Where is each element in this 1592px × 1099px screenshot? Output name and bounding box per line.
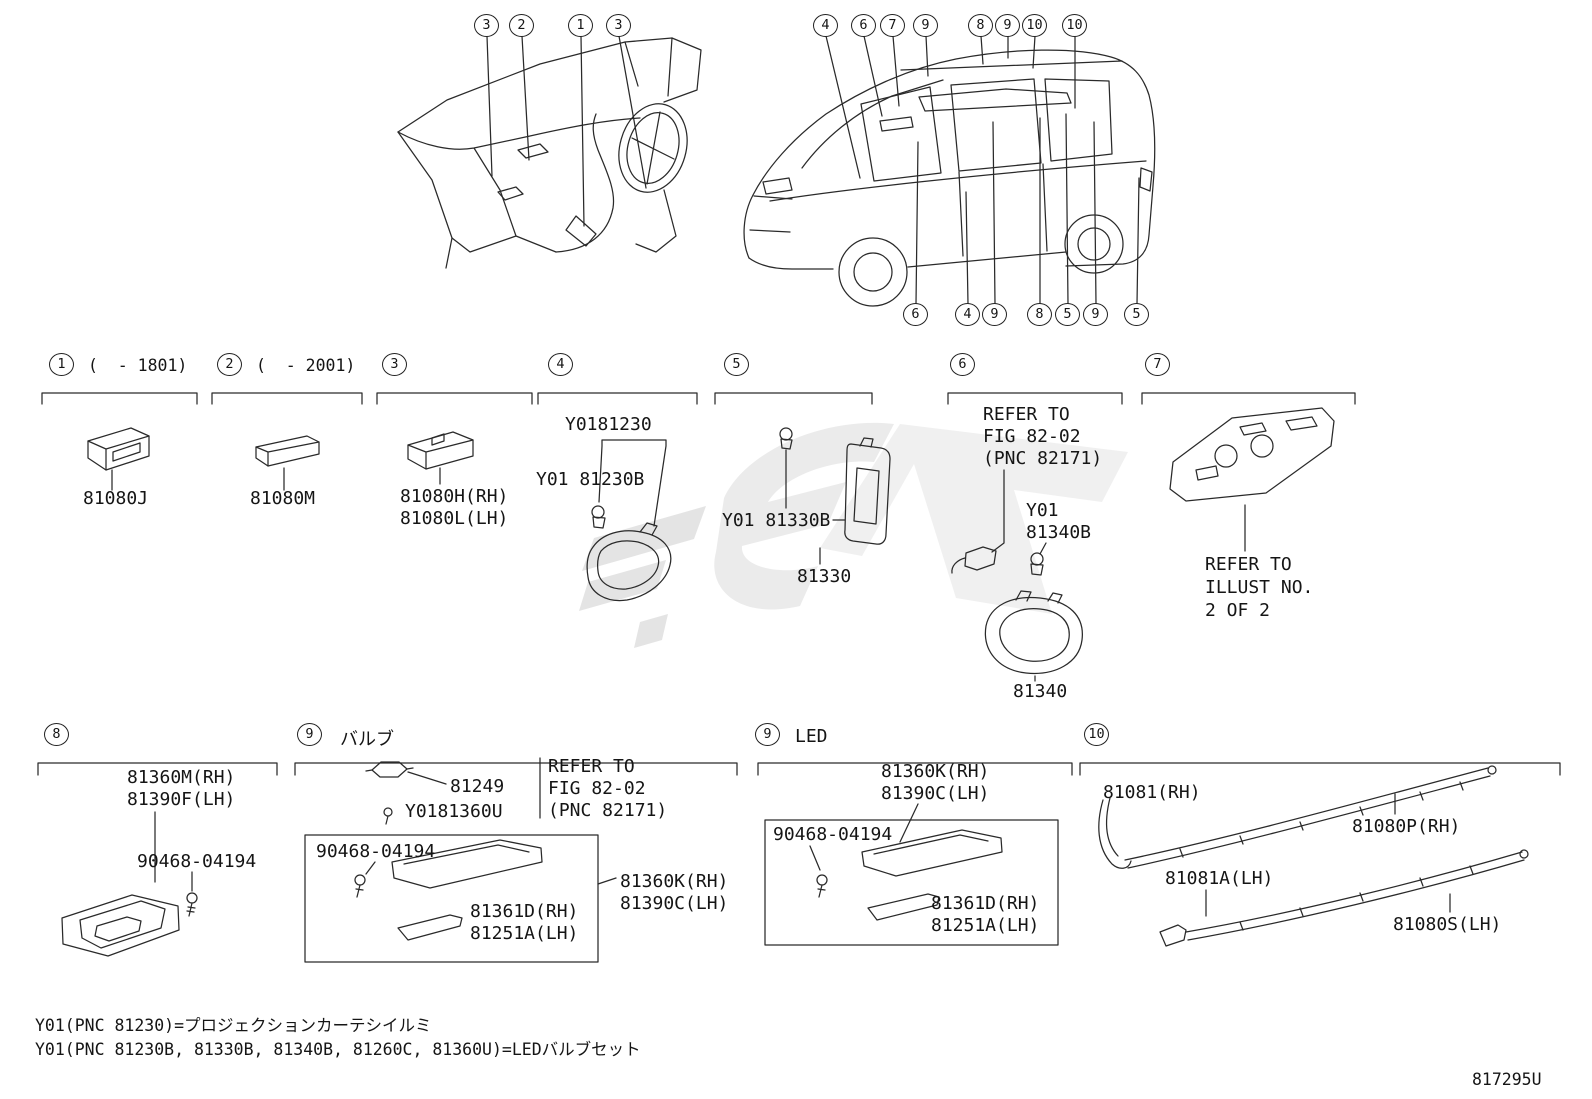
callout-van-top-4: 8 [968, 14, 993, 37]
refer-note-s6-line1: REFER TO [983, 404, 1070, 425]
illumination-strips-sketch [1098, 765, 1529, 947]
callout-dashboard-2: 1 [568, 14, 593, 37]
part-label-screw-s8: 90468-04194 [137, 851, 257, 872]
refer-note-s7-line3: 2 OF 2 [1205, 600, 1271, 621]
section-10-number: 10 [1084, 723, 1109, 746]
refer-note-s7-line2: ILLUST NO. [1205, 577, 1314, 598]
section-3-number: 3 [382, 353, 407, 376]
doc-number: 817295U [1472, 1070, 1542, 1089]
callout-van-top-3: 9 [913, 14, 938, 37]
part-label-screw-s9a: 90468-04194 [316, 841, 436, 862]
overhead-console-sketch [1169, 407, 1335, 502]
part-81080j-sketch [87, 427, 150, 471]
section-2-number: 2 [217, 353, 242, 376]
section-brackets [37, 392, 1561, 776]
callout-dashboard-1: 2 [509, 14, 534, 37]
footnote-1: Y01(PNC 81230)=プロジェクションカーテシイルミ [35, 1016, 432, 1035]
part-label-81360k-rh-valve: 81360K(RH) [620, 871, 729, 892]
callout-van-top-1: 6 [851, 14, 876, 37]
part-label-81080m: 81080M [250, 488, 316, 509]
part-label-81249: 81249 [450, 776, 505, 797]
courtesy-lamp-81230-sketch [586, 505, 672, 602]
section-1-number: 1 [49, 353, 74, 376]
callout-van-top-5: 9 [995, 14, 1020, 37]
part-label-81080p-rh: 81080P(RH) [1352, 816, 1461, 837]
callout-van-bottom-4: 5 [1055, 303, 1080, 326]
led-subassembly-box [764, 819, 1059, 946]
part-81080h-sketch [407, 431, 474, 470]
part-label-81340b: 81340B [1026, 522, 1092, 543]
screw-icon [186, 892, 198, 917]
section-2-range: ( - 2001) [256, 356, 356, 375]
callout-van-bottom-0: 6 [903, 303, 928, 326]
dashboard-illustration [397, 37, 702, 269]
section-1-range: ( - 1801) [88, 356, 188, 375]
part-label-81390c-lh-led: 81390C(LH) [881, 783, 990, 804]
part-label-81361d-rh-led: 81361D(RH) [931, 893, 1040, 914]
part-label-81251a-lh-valve: 81251A(LH) [470, 923, 579, 944]
callout-van-top-7: 10 [1062, 14, 1087, 37]
part-label-81251a-lh-led: 81251A(LH) [931, 915, 1040, 936]
part-label-y01: Y01 [1026, 500, 1059, 521]
door-lamp-81330-sketch [779, 427, 891, 545]
part-label-81360k-rh-led: 81360K(RH) [881, 761, 990, 782]
part-label-81330: 81330 [797, 566, 852, 587]
section-9b-number: 9 [755, 723, 780, 746]
part-label-y0181360u: Y0181360U [405, 801, 503, 822]
refer-note-s9a-line1: REFER TO [548, 756, 635, 777]
callout-dashboard-3: 3 [606, 14, 631, 37]
part-label-screw-s9b: 90468-04194 [773, 824, 893, 845]
part-label-81080s-lh: 81080S(LH) [1393, 914, 1502, 935]
section-9a-title: バルブ [340, 729, 394, 750]
refer-note-s7-line1: REFER TO [1205, 554, 1292, 575]
refer-note-s9a-line2: FIG 82-02 [548, 778, 646, 799]
section-7-number: 7 [1145, 353, 1170, 376]
callout-van-bottom-1: 4 [955, 303, 980, 326]
internal-leader-lines [111, 439, 1451, 917]
dome-lamp-81340-sketch [951, 546, 1083, 675]
refer-note-s9a-line3: (PNC 82171) [548, 800, 668, 821]
refer-note-s6-line3: (PNC 82171) [983, 448, 1103, 469]
part-label-81361d-rh-valve: 81361D(RH) [470, 901, 579, 922]
part-label-81340: 81340 [1013, 681, 1068, 702]
section-4-number: 4 [548, 353, 573, 376]
van-illustration [743, 49, 1156, 307]
callout-van-bottom-5: 9 [1083, 303, 1108, 326]
personal-lamp-81360m-sketch [61, 894, 180, 957]
section-5-number: 5 [724, 353, 749, 376]
section-8-number: 8 [44, 723, 69, 746]
valve-subassembly-box [304, 834, 599, 963]
part-label-81081-rh: 81081(RH) [1103, 782, 1201, 803]
watermark [579, 422, 1128, 648]
callout-van-top-0: 4 [813, 14, 838, 37]
section-9b-title: LED [795, 726, 828, 747]
led-lamp-81360k-sketch [816, 829, 1003, 921]
part-label-81081a-lh: 81081A(LH) [1165, 868, 1274, 889]
callout-van-bottom-2: 9 [982, 303, 1007, 326]
callout-van-top-2: 7 [880, 14, 905, 37]
valve-lamp-81360k-sketch [354, 761, 543, 941]
part-label-81080l-lh: 81080L(LH) [400, 508, 509, 529]
part-label-81390f-lh: 81390F(LH) [127, 789, 236, 810]
part-81080m-sketch [255, 435, 320, 467]
callout-leader-lines [486, 35, 1140, 305]
part-label-y0181230: Y0181230 [565, 414, 652, 435]
section-6-number: 6 [950, 353, 975, 376]
callout-van-bottom-3: 8 [1027, 303, 1052, 326]
part-label-81080j: 81080J [83, 488, 149, 509]
section-9a-number: 9 [297, 723, 322, 746]
callout-van-bottom-6: 5 [1124, 303, 1149, 326]
part-label-81360m-rh: 81360M(RH) [127, 767, 236, 788]
refer-note-s6-line2: FIG 82-02 [983, 426, 1081, 447]
part-label-81080h-rh: 81080H(RH) [400, 486, 509, 507]
callout-dashboard-0: 3 [474, 14, 499, 37]
part-label-y0181330b: Y01 81330B [722, 510, 831, 531]
part-label-81390c-lh-valve: 81390C(LH) [620, 893, 729, 914]
footnote-2: Y01(PNC 81230B, 81330B, 81340B, 81260C, … [35, 1040, 641, 1059]
part-label-y0181230b: Y01 81230B [536, 469, 645, 490]
callout-van-top-6: 10 [1022, 14, 1047, 37]
